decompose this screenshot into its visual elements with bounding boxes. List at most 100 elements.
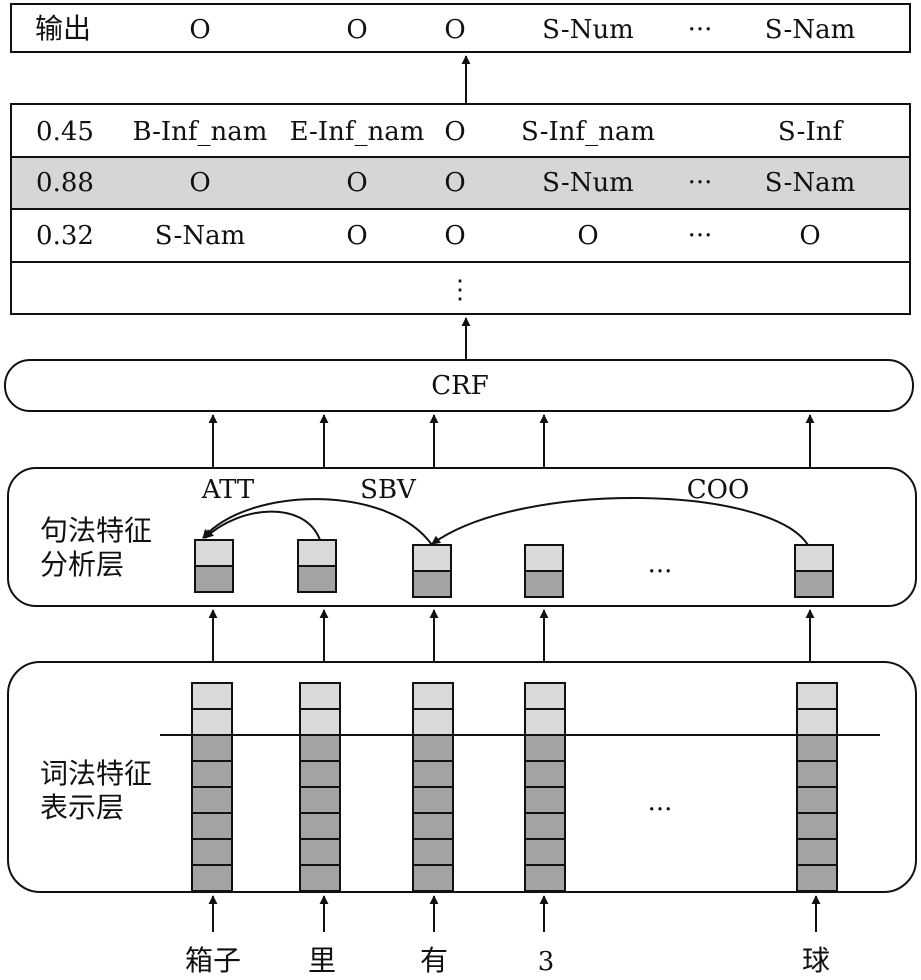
row-tag: O (444, 168, 465, 198)
relation-label: ATT (201, 475, 255, 505)
row-tag: O (346, 168, 367, 198)
lexical-cell-light (191, 708, 233, 736)
row-score: 0.45 (36, 117, 94, 147)
input-token: 里 (308, 944, 336, 977)
input-token: 箱子 (185, 944, 241, 977)
lexical-cell-light (412, 708, 454, 736)
lexical-cell-dark (299, 786, 341, 814)
lexical-feature-column (191, 682, 233, 892)
dependency-arc (431, 496, 809, 546)
lexical-cell-dark (412, 786, 454, 814)
lexical-cell-dark (191, 786, 233, 814)
lexical-cell-light (524, 708, 566, 736)
row-tag: O (444, 221, 465, 251)
lexical-cell-dark (796, 812, 838, 840)
candidate-table: 0.45 B-Inf_nam E-Inf_nam O S-Inf_nam S-I… (10, 103, 911, 315)
syntax-feature-block (524, 544, 564, 598)
lexical-cell-dark (299, 734, 341, 762)
output-tag: O (444, 15, 465, 45)
row-score: 0.32 (36, 221, 94, 251)
row-tag: O (799, 221, 820, 251)
arrows-to-syntax (208, 609, 815, 662)
lexical-cell-dark (412, 734, 454, 762)
syntax-feature-block (297, 539, 337, 593)
row-tag: ··· (688, 168, 713, 198)
lexical-feature-column (299, 682, 341, 892)
dependency-arc (202, 498, 433, 546)
syntax-feature-block (194, 539, 234, 593)
lexical-cell-dark (524, 760, 566, 788)
dependency-arc (204, 510, 321, 541)
input-token: 球 (802, 944, 830, 977)
lexical-cell-dark (524, 812, 566, 840)
syntax-feature-block (412, 544, 452, 598)
lexical-feature-column (796, 682, 838, 892)
lexical-cell-dark (796, 838, 838, 866)
lexical-cell-dark (524, 734, 566, 762)
output-box: 输出 O O O S-Num ··· S-Nam (10, 3, 911, 53)
lexical-cell-dark (191, 812, 233, 840)
lexical-cell-dark (796, 734, 838, 762)
row-tag: S-Nam (155, 221, 245, 251)
syntax-layer: 句法特征 分析层 ATT SBV COO ··· (7, 467, 917, 607)
lexical-cell-light (412, 682, 454, 710)
lexical-cell-dark (191, 734, 233, 762)
input-tokens: 箱子 里 有 3 球 (185, 944, 830, 977)
lexical-layer-label: 词法特征 (40, 757, 152, 790)
syntax-feature-block (794, 544, 834, 598)
row-tag: O (444, 117, 465, 147)
output-tag: S-Nam (765, 15, 855, 45)
lexical-cell-dark (412, 760, 454, 788)
syntax-layer-label: 分析层 (40, 548, 124, 581)
lexical-cell-dark (299, 838, 341, 866)
row-tag: O (189, 168, 210, 198)
lexical-feature-column (524, 682, 566, 892)
row-tag: O (346, 221, 367, 251)
lexical-cell-dark (412, 838, 454, 866)
lexical-cell-light (796, 682, 838, 710)
row-tag: O (577, 221, 598, 251)
highlight-row-bg (12, 157, 909, 208)
input-token: 3 (538, 947, 555, 977)
syntax-ellipsis: ··· (648, 557, 673, 587)
more-rows-ellipsis: ⋮ (447, 275, 473, 305)
lexical-cell-dark (191, 760, 233, 788)
lexical-cell-dark (299, 812, 341, 840)
lexical-cell-dark (191, 864, 233, 892)
row-tag: ··· (688, 221, 713, 251)
output-tag: O (346, 15, 367, 45)
lexical-cell-dark (796, 786, 838, 814)
lexical-cell-dark (796, 760, 838, 788)
row-score: 0.88 (36, 168, 94, 198)
output-tag: O (189, 15, 210, 45)
crf-box: CRF (4, 359, 914, 412)
input-token: 有 (420, 944, 448, 977)
lexical-cell-light (299, 682, 341, 710)
candidate-row: 0.45 B-Inf_nam E-Inf_nam O S-Inf_nam S-I… (36, 117, 844, 147)
lexical-cell-dark (299, 760, 341, 788)
lexical-cell-dark (796, 864, 838, 892)
arrows-to-crf (208, 414, 815, 468)
output-tag: S-Num (542, 15, 634, 45)
output-label: 输出 (35, 12, 91, 45)
lexical-cell-dark (412, 812, 454, 840)
lexical-ellipsis: ··· (648, 795, 673, 825)
output-tag: ··· (688, 15, 713, 45)
lexical-layer: 词法特征 表示层 ··· (7, 661, 917, 893)
row-tag: E-Inf_nam (290, 117, 425, 147)
row-tag: S-Inf_nam (521, 117, 655, 147)
syntax-layer-label: 句法特征 (40, 514, 152, 547)
lexical-cell-light (191, 682, 233, 710)
lexical-cell-dark (299, 864, 341, 892)
lexical-cell-dark (524, 864, 566, 892)
row-tag: S-Nam (765, 168, 855, 198)
row-tag: S-Inf (778, 117, 845, 147)
candidate-row: 0.88 O O O S-Num ··· S-Nam (36, 168, 855, 198)
lexical-layer-label: 表示层 (40, 791, 124, 824)
lexical-cell-dark (524, 786, 566, 814)
lexical-cell-light (796, 708, 838, 736)
row-tag: B-Inf_nam (133, 117, 268, 147)
lexical-cell-dark (191, 838, 233, 866)
relation-label: COO (687, 475, 750, 505)
